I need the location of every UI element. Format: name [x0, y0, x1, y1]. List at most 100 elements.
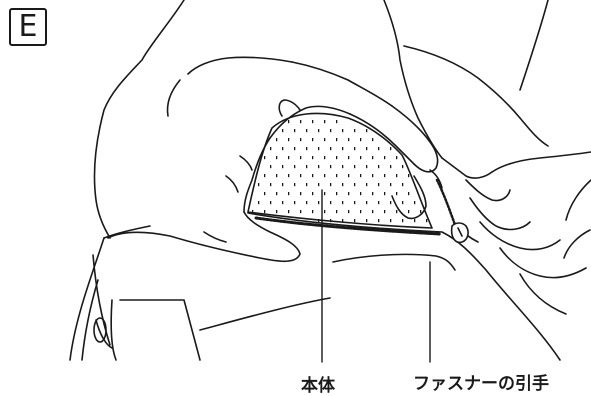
mesh-dot — [288, 210, 289, 213]
mesh-dot — [282, 183, 283, 186]
mesh-dot — [390, 183, 391, 186]
mesh-dot — [390, 165, 391, 168]
mesh-dot — [366, 129, 367, 132]
mesh-dot — [300, 192, 301, 195]
mesh-dot — [414, 219, 415, 222]
mesh-dot — [324, 210, 325, 213]
mesh-dot — [420, 210, 421, 213]
mesh-dot — [306, 129, 307, 132]
mesh-dot — [342, 165, 343, 168]
mesh-dot — [300, 156, 301, 159]
mesh-dot — [354, 219, 355, 222]
mesh-dot — [294, 165, 295, 168]
mesh-dot — [324, 138, 325, 141]
mesh-dot — [264, 210, 265, 213]
mesh-dot — [360, 138, 361, 141]
mesh-dot — [282, 165, 283, 168]
mesh-dot — [402, 201, 403, 204]
mesh-dot — [300, 174, 301, 177]
mesh-dot — [372, 174, 373, 177]
mesh-dot — [378, 219, 379, 222]
mesh-dot — [360, 210, 361, 213]
mesh-dot — [294, 129, 295, 132]
mesh-dot — [348, 138, 349, 141]
mesh-dot — [408, 174, 409, 177]
mesh-dot — [402, 183, 403, 186]
mesh-dot — [312, 210, 313, 213]
mesh-dot — [288, 156, 289, 159]
mesh-dot — [396, 174, 397, 177]
callout-label-body: 本体 — [301, 371, 335, 396]
mesh-dot — [312, 156, 313, 159]
mesh-dot — [378, 201, 379, 204]
mesh-dot — [288, 120, 289, 123]
mesh-dot — [348, 174, 349, 177]
mesh-dot — [294, 183, 295, 186]
mesh-dot — [330, 147, 331, 150]
mesh-dot — [324, 156, 325, 159]
mesh-dot — [288, 174, 289, 177]
mesh-dot — [384, 210, 385, 213]
mesh-dot — [336, 156, 337, 159]
mesh-dot — [264, 192, 265, 195]
mesh-dot — [366, 201, 367, 204]
mesh-dot — [282, 129, 283, 132]
mesh-dot — [372, 156, 373, 159]
mesh-dot — [330, 183, 331, 186]
mesh-dot — [360, 174, 361, 177]
mesh-dot — [372, 192, 373, 195]
mesh-dot — [312, 138, 313, 141]
mesh-dot — [324, 120, 325, 123]
mesh-dot — [372, 138, 373, 141]
mesh-dot — [318, 201, 319, 204]
right-hand-icon — [384, 0, 591, 314]
mesh-dot — [390, 147, 391, 150]
mesh-dot — [378, 147, 379, 150]
mesh-dot — [282, 201, 283, 204]
mesh-dot — [360, 156, 361, 159]
mesh-dot — [318, 219, 319, 222]
mesh-dot — [276, 156, 277, 159]
mesh-dot — [354, 129, 355, 132]
mesh-dot — [402, 219, 403, 222]
mesh-dot — [360, 192, 361, 195]
mesh-dot — [306, 165, 307, 168]
mesh-dot — [276, 174, 277, 177]
mesh-dot — [336, 210, 337, 213]
mesh-dot — [306, 147, 307, 150]
mesh-dot — [276, 192, 277, 195]
mesh-dot — [366, 183, 367, 186]
mesh-dot — [348, 192, 349, 195]
mesh-dot — [396, 156, 397, 159]
mesh-dot — [300, 138, 301, 141]
mesh-dot — [312, 120, 313, 123]
mesh-dot — [270, 183, 271, 186]
mesh-dot — [306, 183, 307, 186]
mesh-dot — [258, 201, 259, 204]
mesh-dot — [318, 129, 319, 132]
mesh-dot — [408, 210, 409, 213]
mesh-dot — [300, 210, 301, 213]
mesh-dot — [282, 147, 283, 150]
mesh-dot — [276, 138, 277, 141]
zipper-track — [437, 180, 455, 225]
mesh-dot — [378, 165, 379, 168]
mesh-dot — [288, 138, 289, 141]
mesh-dot — [318, 165, 319, 168]
mesh-dot — [294, 147, 295, 150]
mesh-dot — [342, 219, 343, 222]
mesh-dot — [318, 183, 319, 186]
mesh-dot — [378, 183, 379, 186]
mesh-dot — [366, 165, 367, 168]
zipper-pull-icon — [452, 223, 468, 242]
mesh-dot — [354, 147, 355, 150]
mesh-dot — [270, 147, 271, 150]
mesh-dot — [354, 165, 355, 168]
mesh-dot — [264, 174, 265, 177]
mesh-dot — [312, 174, 313, 177]
mesh-dot — [372, 210, 373, 213]
mesh-dot — [426, 219, 427, 222]
mesh-dot — [384, 156, 385, 159]
mesh-dot — [390, 201, 391, 204]
